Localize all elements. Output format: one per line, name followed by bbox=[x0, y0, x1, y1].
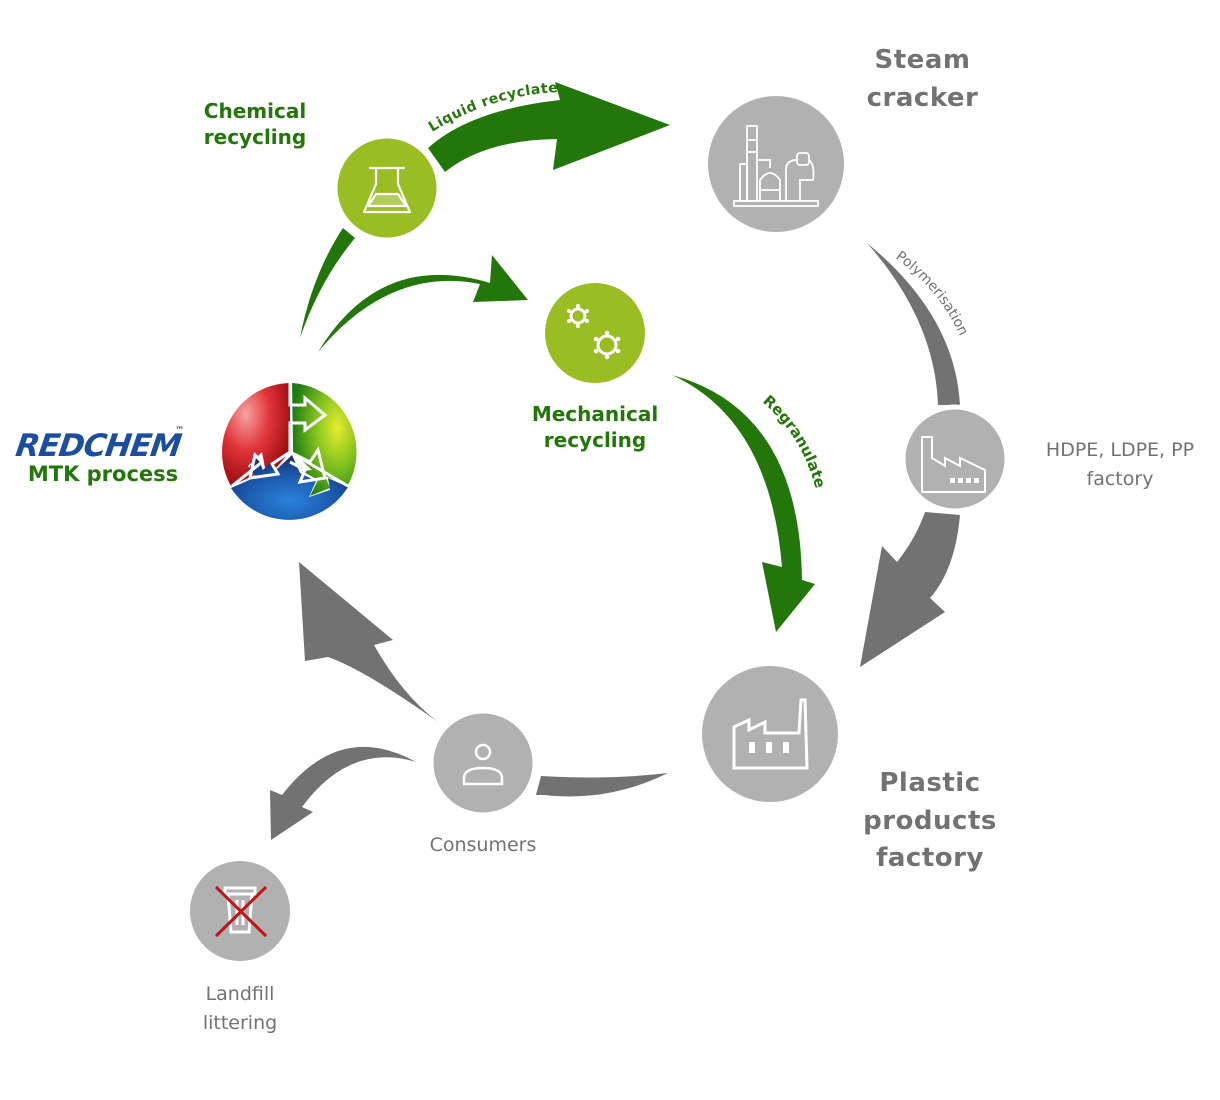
chemical-recycling-node bbox=[332, 133, 442, 243]
gears-icon bbox=[569, 307, 618, 356]
label-line: Plastic bbox=[879, 768, 981, 798]
regranulate-arrow bbox=[672, 375, 815, 632]
steam-cracker-node bbox=[708, 96, 844, 232]
label-line: Consumers bbox=[429, 834, 537, 856]
steam-cracker-label: Steam cracker bbox=[850, 42, 995, 117]
label-line: recycling bbox=[543, 428, 647, 452]
label-line: Mechanical bbox=[531, 402, 659, 426]
polymer-factory-node bbox=[900, 404, 1010, 514]
crossed-trash-icon bbox=[214, 885, 268, 938]
label-line: recycling bbox=[203, 125, 307, 149]
factory-icon bbox=[732, 698, 809, 770]
landfill-node bbox=[190, 861, 290, 961]
landfill-label: Landfill littering bbox=[170, 980, 310, 1037]
to-redchem-arrow bbox=[299, 562, 445, 727]
redchem-sphere-logo bbox=[222, 383, 357, 520]
to-products-factory-arrow bbox=[860, 512, 960, 667]
mtk-process-label: MTK process bbox=[27, 462, 179, 486]
refinery-icon bbox=[733, 125, 819, 207]
to-chemical-arrow bbox=[300, 228, 355, 338]
liquid-recyclate-arrow bbox=[428, 82, 670, 172]
label-line: factory bbox=[876, 843, 984, 874]
redchem-wordmark: REDCHEM bbox=[13, 428, 183, 464]
label-line: Chemical bbox=[203, 99, 307, 123]
label-line: Steam bbox=[874, 45, 971, 75]
label-line: cracker bbox=[866, 82, 979, 113]
trademark-symbol: ™ bbox=[175, 426, 185, 436]
to-consumers-arrow-body bbox=[536, 773, 668, 795]
label-line: littering bbox=[202, 1011, 278, 1034]
label-line: factory bbox=[1086, 467, 1154, 490]
label-line: products bbox=[863, 805, 997, 836]
person-icon bbox=[462, 743, 504, 786]
label-line: Landfill bbox=[205, 983, 275, 1005]
chemical-recycling-label: Chemical recycling bbox=[180, 98, 330, 150]
label-line: HDPE, LDPE, PP bbox=[1045, 439, 1195, 461]
factory-icon bbox=[921, 436, 986, 493]
mechanical-recycling-node bbox=[545, 283, 645, 383]
mechanical-recycling-label: Mechanical recycling bbox=[515, 401, 675, 453]
flask-icon bbox=[362, 166, 412, 214]
plastic-products-factory-label: Plastic products factory bbox=[850, 765, 1010, 878]
polymer-factory-label: HDPE, LDPE, PP factory bbox=[1030, 436, 1210, 493]
plastic-products-factory-node bbox=[702, 666, 838, 802]
consumers-label: Consumers bbox=[403, 833, 563, 858]
polymerisation-arrow bbox=[867, 243, 960, 405]
consumers-node bbox=[428, 708, 538, 818]
to-mechanical-arrow bbox=[318, 255, 528, 352]
redchem-logo: REDCHEM ™ MTK process bbox=[8, 426, 198, 486]
to-landfill-arrow bbox=[270, 746, 416, 840]
